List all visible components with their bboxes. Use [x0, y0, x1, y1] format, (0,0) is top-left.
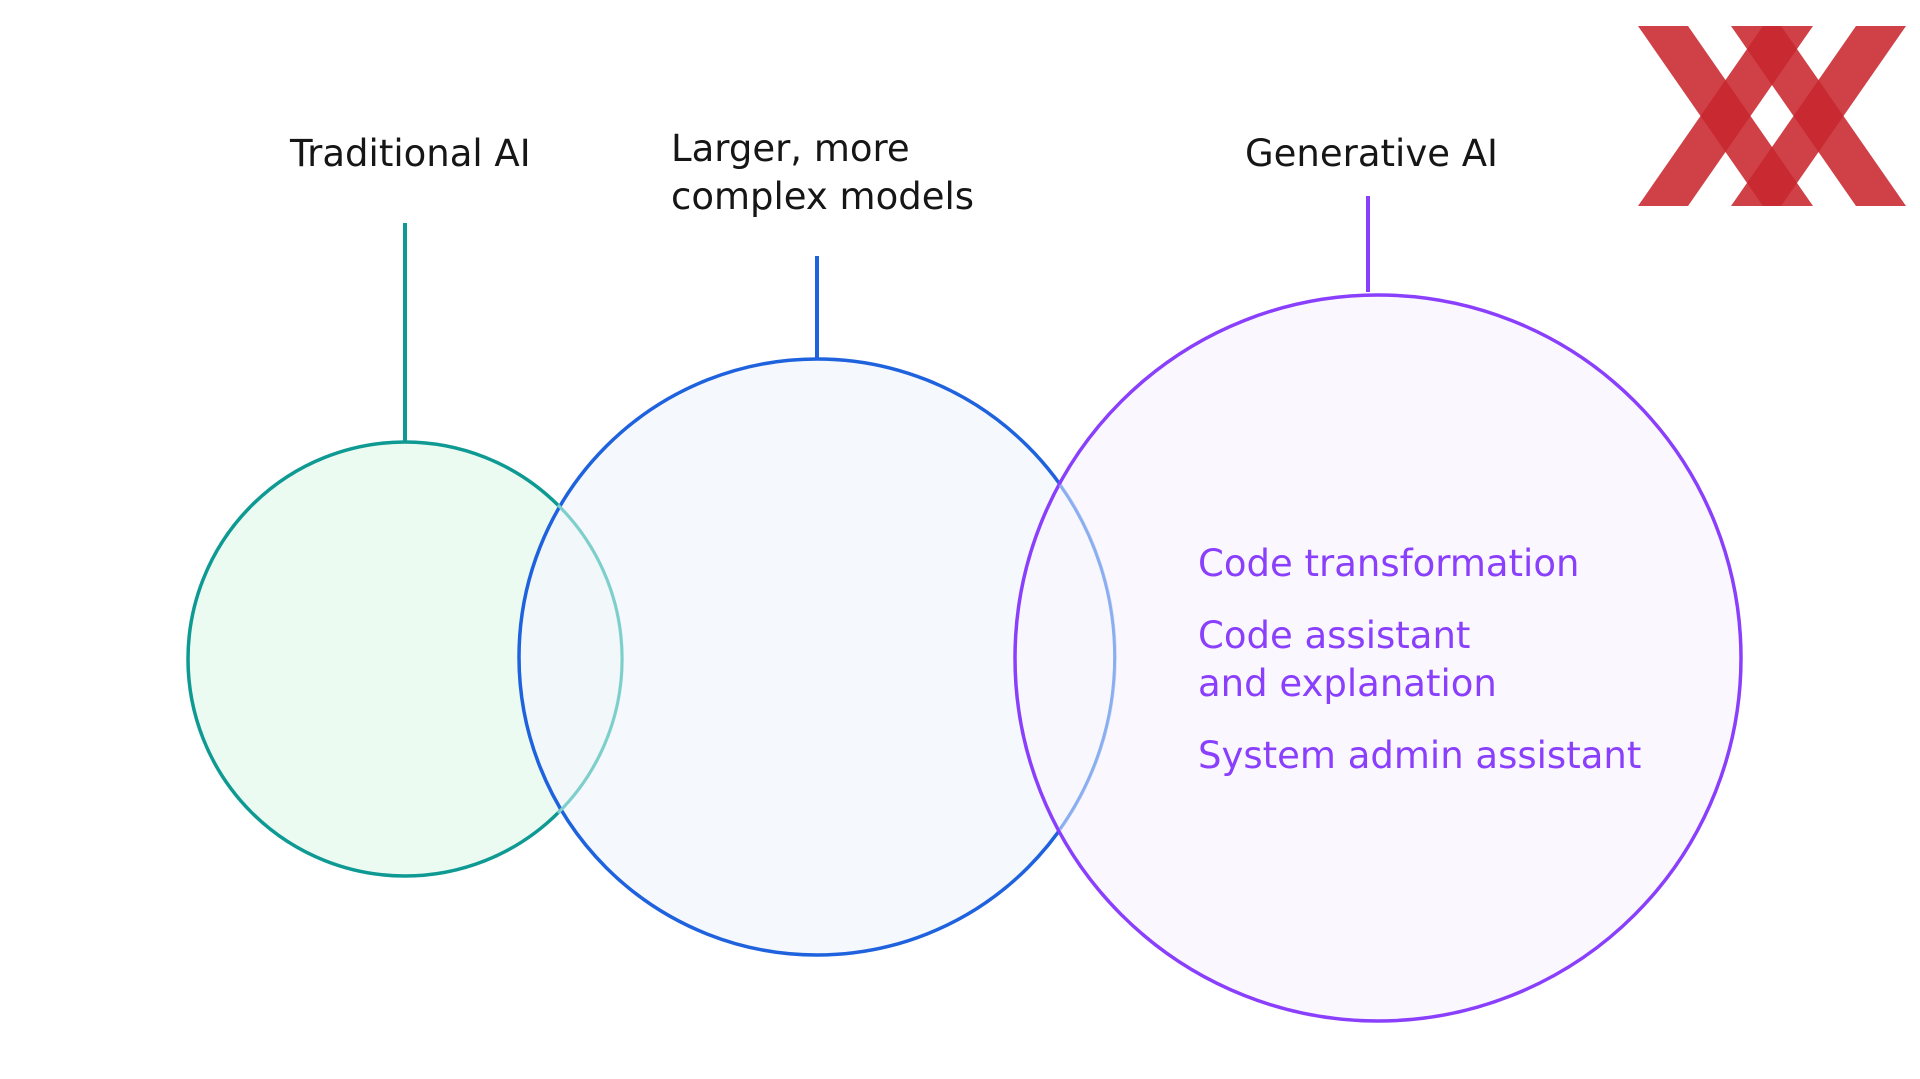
- generative-ai-label-text: Generative AI: [1245, 132, 1498, 175]
- larger-models-label-line2: complex models: [671, 175, 975, 218]
- red-double-x-logo: [1638, 26, 1906, 206]
- larger-overlap-arc: [1058, 484, 1117, 830]
- application-item: Code transformation: [1198, 540, 1641, 588]
- larger-models-label: Larger, more complex models: [671, 125, 974, 221]
- generative-ai-label: Generative AI: [1245, 130, 1498, 178]
- traditional-overlap-arc: [556, 503, 624, 815]
- application-item: Code assistant and explanation: [1198, 612, 1641, 708]
- logo-stroke-4: [1731, 26, 1906, 206]
- traditional-ai-label: Traditional AI: [290, 130, 531, 178]
- application-item: System admin assistant: [1198, 732, 1641, 780]
- application-line1: System admin assistant: [1198, 734, 1642, 777]
- generative-ai-applications: Code transformation Code assistant and e…: [1198, 540, 1641, 804]
- traditional-ai-label-text: Traditional AI: [290, 132, 531, 175]
- larger-models-label-line1: Larger, more: [671, 127, 910, 170]
- generative-ai-circle: [1013, 293, 1743, 1023]
- application-line2: and explanation: [1198, 662, 1497, 705]
- application-line1: Code transformation: [1198, 542, 1580, 585]
- application-line1: Code assistant: [1198, 614, 1471, 657]
